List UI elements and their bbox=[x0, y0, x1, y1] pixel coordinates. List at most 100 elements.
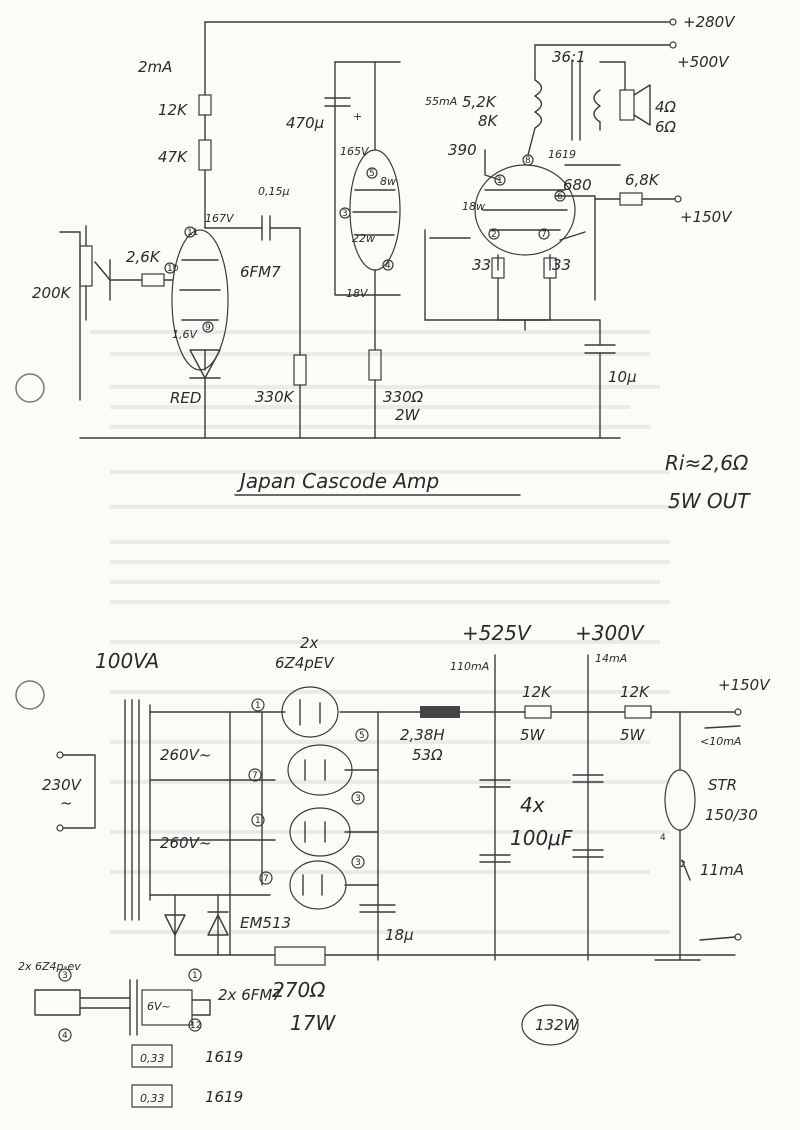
binder-hole-top bbox=[15, 373, 45, 403]
r-6-8k: 6,8K bbox=[625, 171, 660, 189]
str-val: 150/30 bbox=[705, 806, 758, 824]
pin-number: 2 bbox=[491, 230, 497, 240]
psu-labels: 100VA 230V ~ 260V~ 260V~ 2x 6Z4pEV 2,38H… bbox=[18, 621, 771, 1106]
r-200k: 200K bbox=[32, 284, 72, 302]
pin-number: 3 bbox=[355, 858, 361, 868]
w-18: 18w bbox=[462, 200, 485, 213]
total-power: 132W bbox=[535, 1016, 580, 1034]
r12k-a: 12K bbox=[522, 683, 552, 701]
cap-18u: 18μ bbox=[385, 926, 414, 944]
rect-tube: 6Z4pEV bbox=[275, 654, 335, 672]
r12k-b: 12K bbox=[620, 683, 650, 701]
v-1-6: 1,6V bbox=[172, 328, 198, 341]
mains-sym: ~ bbox=[60, 794, 73, 812]
psu-wiring bbox=[34, 654, 742, 1108]
tube-1619-top: 1619 bbox=[548, 148, 576, 161]
r-330k: 330K bbox=[255, 388, 295, 406]
psu-va: 100VA bbox=[95, 649, 159, 673]
pin-number: 3 bbox=[62, 971, 68, 981]
v-167: 167V bbox=[205, 212, 235, 225]
pin-number: 7 bbox=[541, 230, 547, 240]
bleed-through-texture bbox=[90, 330, 680, 934]
c-10u: 10μ bbox=[608, 368, 637, 386]
r-12k: 12K bbox=[158, 101, 188, 119]
current-55ma: 55mA bbox=[425, 95, 457, 108]
pin-number: 3 bbox=[342, 209, 348, 219]
r-0-33-a: 0,33 bbox=[140, 1052, 165, 1065]
choke-l: 2,38H bbox=[400, 726, 445, 744]
caps-mult: 4x bbox=[520, 793, 545, 817]
current-11ma: 11mA bbox=[700, 861, 744, 879]
secondary-2: 260V~ bbox=[160, 834, 211, 852]
r-33-b: 33 bbox=[552, 256, 571, 274]
tube-6fm7: 6FM7 bbox=[240, 263, 281, 281]
c-470u: 470μ bbox=[286, 114, 324, 132]
rail-300v: +300V bbox=[575, 621, 645, 645]
rail-500v: +500V bbox=[677, 53, 730, 71]
v-165: 165V bbox=[340, 145, 370, 158]
led-red: RED bbox=[170, 389, 201, 407]
pin-number: 11 bbox=[187, 228, 198, 238]
pin-number: 12 bbox=[190, 1021, 201, 1031]
rect-count: 2x bbox=[300, 634, 319, 652]
pin-number: 1 bbox=[255, 701, 261, 711]
r-330-ohm: 330Ω bbox=[383, 388, 424, 406]
pin-number: 7 bbox=[263, 874, 269, 884]
pin-number: 1 bbox=[497, 176, 503, 186]
c-470u-plus: + bbox=[353, 110, 362, 123]
rail-150v: +150V bbox=[680, 208, 733, 226]
spk-6-ohm: 6Ω bbox=[655, 118, 677, 136]
pin-number: 5 bbox=[359, 731, 365, 741]
binder-hole-bottom bbox=[15, 680, 45, 710]
r-8k: 8K bbox=[478, 112, 499, 130]
heater-1619-a: 1619 bbox=[205, 1048, 243, 1066]
rail-525v: +525V bbox=[462, 621, 532, 645]
p-2w: 2W bbox=[395, 406, 421, 424]
current-lt10ma: <10mA bbox=[700, 735, 741, 748]
w5-b: 5W bbox=[620, 726, 646, 744]
output-impedance: Ri≈2,6Ω bbox=[665, 451, 749, 475]
pin-number: 8 bbox=[525, 156, 531, 166]
caps-val: 100μF bbox=[510, 826, 573, 850]
secondary-1: 260V~ bbox=[160, 746, 211, 764]
str-label: STR bbox=[708, 776, 737, 794]
heater-voltage: 6V~ bbox=[147, 1000, 171, 1013]
r-5-2k: 5,2K bbox=[462, 93, 497, 111]
current-14ma: 14mA bbox=[595, 652, 627, 665]
w5-a: 5W bbox=[520, 726, 546, 744]
amplifier-wiring bbox=[59, 18, 682, 439]
ratio-36-1: 36:1 bbox=[552, 48, 586, 66]
page-title: Japan Cascode Amp bbox=[236, 469, 439, 493]
diode-em513: EM513 bbox=[240, 914, 291, 932]
choke-r: 53Ω bbox=[412, 746, 443, 764]
rail-150v-psu: +150V bbox=[718, 676, 771, 694]
amplifier-labels: +280V +500V +150V 2mA 12K 47K 200K 2,6K … bbox=[32, 13, 751, 513]
current-2ma: 2mA bbox=[138, 58, 172, 76]
r-390: 390 bbox=[448, 141, 477, 159]
c-0-15u: 0,15μ bbox=[258, 185, 290, 198]
r-0-33-b: 0,33 bbox=[140, 1092, 165, 1105]
pin-number: 7 bbox=[252, 771, 258, 781]
pin-number: 2 bbox=[680, 860, 686, 870]
pin-number: 4 bbox=[385, 261, 391, 271]
mains-voltage: 230V bbox=[42, 776, 83, 794]
heater-6fm7: 2x 6FM7 bbox=[218, 986, 282, 1004]
rail-280v: +280V bbox=[683, 13, 736, 31]
r-680: 680 bbox=[563, 176, 592, 194]
r-47k: 47K bbox=[158, 148, 188, 166]
heater-1619-b: 1619 bbox=[205, 1088, 243, 1106]
output-power: 5W OUT bbox=[668, 489, 751, 513]
pin-number: 6 bbox=[557, 192, 563, 202]
r-270-ohm: 270Ω bbox=[272, 978, 326, 1002]
pin-number: 5 bbox=[369, 169, 375, 179]
pin-number: 1 bbox=[192, 971, 198, 981]
spk-4-ohm: 4Ω bbox=[655, 98, 677, 116]
current-110ma: 110mA bbox=[450, 660, 489, 673]
pin-number: 3 bbox=[355, 794, 361, 804]
heater-rect-tubes: 2x 6Z4p-ev bbox=[18, 960, 81, 973]
v-18: 18V bbox=[346, 287, 369, 300]
pin-number: 1 bbox=[255, 816, 261, 826]
w-8: 8w bbox=[380, 175, 396, 188]
pin-number: 4 bbox=[660, 833, 666, 843]
